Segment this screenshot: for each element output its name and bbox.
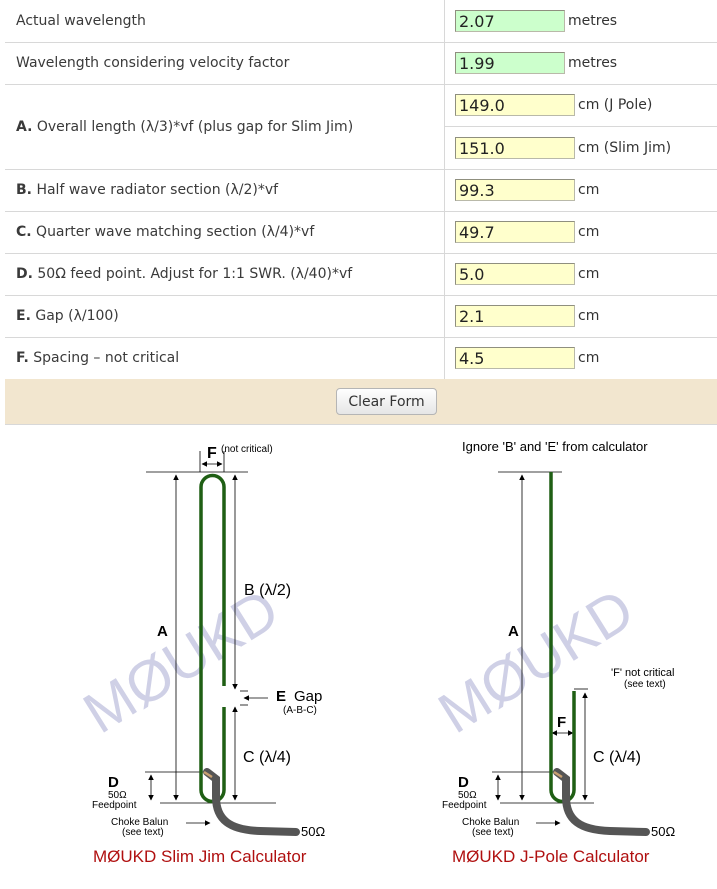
jpole-label-choke-see: (see text) <box>472 827 514 838</box>
gap-field[interactable]: 2.1 <box>455 305 575 327</box>
label-text: Quarter wave matching section (λ/4)*vf <box>31 224 315 240</box>
slim-label-e: E <box>276 688 286 705</box>
slim-label-see-text: (see text) <box>122 827 164 838</box>
unit-label: cm (Slim Jim) <box>578 139 672 156</box>
unit-label: cm <box>578 350 600 366</box>
row-a-overall-length: A. Overall length (λ/3)*vf (plus gap for… <box>5 84 717 170</box>
clear-form-button[interactable]: Clear Form <box>336 388 437 415</box>
unit-label: cm (J Pole) <box>578 97 653 113</box>
jpole-coax <box>553 768 650 836</box>
slim-label-f-note: (not critical) <box>221 444 273 455</box>
label-text: Half wave radiator section (λ/2)*vf <box>32 182 279 198</box>
label-letter: B. <box>16 182 32 198</box>
label-letter: D. <box>16 266 33 282</box>
row-b-half-wave: B. Half wave radiator section (λ/2)*vf 9… <box>5 169 717 212</box>
jpole-diagram: MØUKD Ignore 'B' and 'E' from calculator… <box>427 439 675 866</box>
wavelength-vf-field[interactable]: 1.99 <box>455 52 565 74</box>
slim-label-50ohm: 50Ω <box>108 790 127 801</box>
unit-label: cm <box>578 266 600 282</box>
slim-caption: MØUKD Slim Jim Calculator <box>93 847 307 866</box>
overall-length-slimjim-field[interactable]: 151.0 <box>455 136 575 159</box>
label-text: Spacing – not critical <box>28 350 180 366</box>
jpole-label-coax-ohm: 50Ω <box>651 824 675 839</box>
jpole-label-choke: Choke Balun <box>462 817 519 828</box>
unit-label: metres <box>568 12 618 29</box>
label-text: Overall length (λ/3)*vf (plus gap for Sl… <box>32 118 354 135</box>
label-letter: E. <box>16 308 31 324</box>
half-wave-field[interactable]: 99.3 <box>455 179 575 201</box>
feed-point-field[interactable]: 5.0 <box>455 263 575 285</box>
row-label: Actual wavelength <box>5 0 445 43</box>
label-letter: C. <box>16 224 32 240</box>
unit-label: cm <box>578 182 600 198</box>
jpole-watermark: MØUKD <box>427 576 645 746</box>
slim-dimension-lines <box>145 451 276 826</box>
row-wavelength-vf: Wavelength considering velocity factor 1… <box>5 42 717 85</box>
quarter-wave-field[interactable]: 49.7 <box>455 221 575 243</box>
slim-label-gap-note: (A-B-C) <box>283 705 317 716</box>
slim-label-d: D <box>108 774 119 791</box>
label-text: Wavelength considering velocity factor <box>16 55 290 71</box>
label-text: Gap (λ/100) <box>30 308 119 324</box>
actual-wavelength-field[interactable]: 2.07 <box>455 9 565 32</box>
label-text: Actual wavelength <box>16 12 146 29</box>
jpole-label-see-text: (see text) <box>624 679 666 690</box>
antenna-diagrams: MØUKD F (not critical) A B (λ/2) <box>72 439 675 866</box>
unit-label: cm <box>578 308 600 324</box>
slim-label-coax-ohm: 50Ω <box>301 824 325 839</box>
jpole-label-50ohm: 50Ω <box>458 790 477 801</box>
spacing-field[interactable]: 4.5 <box>455 347 575 369</box>
jpole-caption: MØUKD J-Pole Calculator <box>452 847 650 866</box>
jpole-label-f: F <box>557 714 566 731</box>
jpole-label-a: A <box>508 623 519 640</box>
slim-label-b: B (λ/2) <box>244 582 291 599</box>
label-letter: A. <box>16 118 33 135</box>
row-d-feed-point: D. 50Ω feed point. Adjust for 1:1 SWR. (… <box>5 253 717 296</box>
slim-watermark: MØUKD <box>72 576 290 746</box>
overall-length-jpole-field[interactable]: 149.0 <box>455 94 575 116</box>
slim-label-a: A <box>157 623 168 640</box>
row-c-quarter-wave: C. Quarter wave matching section (λ/4)*v… <box>5 211 717 254</box>
jpole-ignore-note: Ignore 'B' and 'E' from calculator <box>462 439 648 454</box>
label-letter: F. <box>16 350 29 366</box>
slim-label-gap: Gap <box>294 688 322 705</box>
label-text: 50Ω feed point. Adjust for 1:1 SWR. (λ/4… <box>32 266 353 282</box>
jpole-label-f-note: 'F' not critical <box>611 667 675 679</box>
unit-label: metres <box>568 55 618 71</box>
unit-label: cm <box>578 224 600 240</box>
form-actions-bar: Clear Form <box>5 379 717 425</box>
jpole-label-d: D <box>458 774 469 791</box>
jpole-dimension-lines <box>492 471 594 804</box>
jpole-label-feedpoint: Feedpoint <box>442 800 487 811</box>
slim-jim-diagram: MØUKD F (not critical) A B (λ/2) <box>72 444 325 866</box>
slim-label-f: F <box>207 445 217 462</box>
slim-coax <box>203 768 300 836</box>
slim-label-choke: Choke Balun <box>111 817 168 828</box>
jpole-label-c: C (λ/4) <box>593 749 641 766</box>
slim-label-feedpoint: Feedpoint <box>92 800 137 811</box>
slim-label-c: C (λ/4) <box>243 749 291 766</box>
